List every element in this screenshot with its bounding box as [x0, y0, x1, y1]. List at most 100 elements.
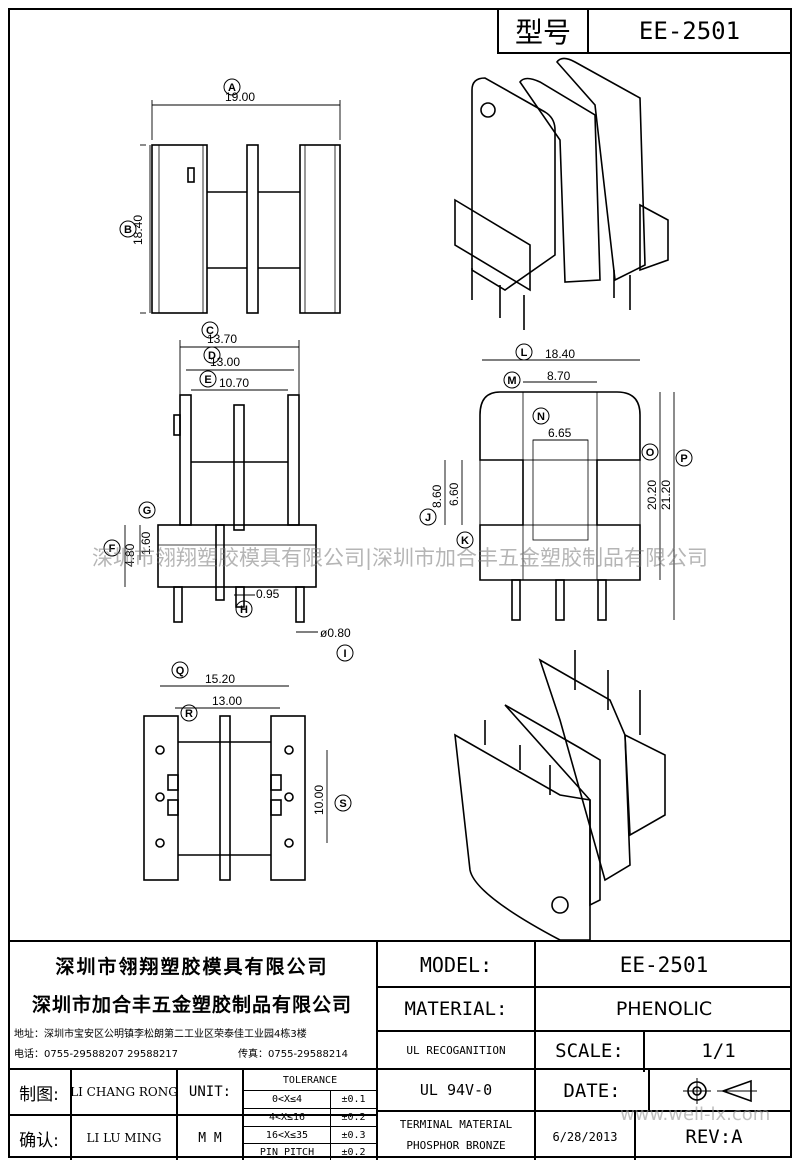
- callout-G: G: [138, 501, 156, 519]
- tolerance-range-2: 16<X≤35: [265, 1129, 309, 1141]
- callout-S: S: [334, 794, 352, 812]
- model-label: MODEL:: [419, 953, 493, 977]
- dim-I-value: ø0.80: [320, 626, 351, 640]
- front-view: [151, 144, 341, 314]
- company-fax: 传真：0755-29588214: [238, 1048, 348, 1060]
- svg-text:P: P: [680, 453, 687, 465]
- company-tel: 电话：0755-29588207 29588217: [14, 1048, 179, 1060]
- isometric-view-bottom: [454, 650, 666, 940]
- type-label: 型号: [497, 8, 589, 54]
- isometric-view-top: [454, 57, 669, 330]
- callout-E: E: [199, 370, 217, 388]
- dim-P-value: 21.20: [659, 480, 673, 510]
- watermark-url: www.well-lx.com: [620, 1104, 771, 1125]
- confirm-label: 确认:: [19, 1130, 59, 1151]
- callout-F: F: [103, 539, 121, 557]
- terminal-material-line1: TERMINAL MATERIAL: [399, 1117, 513, 1131]
- svg-text:J: J: [425, 512, 431, 524]
- svg-text:A: A: [228, 82, 236, 94]
- unit-value: M M: [198, 1130, 222, 1146]
- dim-C-value: 13.70: [207, 332, 237, 346]
- tolerance-value-2: ±0.3: [341, 1129, 366, 1141]
- technical-drawing: 19.00 18.40 13.70 13.00 10.70 4.80 1.60 …: [103, 57, 693, 940]
- company-name-2: 深圳市加合丰五金塑胶制品有限公司: [31, 993, 352, 1016]
- svg-text:F: F: [109, 543, 116, 555]
- svg-text:K: K: [461, 535, 469, 547]
- tolerance-value-1: ±0.2: [341, 1112, 366, 1123]
- svg-text:O: O: [646, 447, 655, 459]
- svg-text:B: B: [124, 224, 132, 236]
- callout-H: H: [235, 600, 253, 618]
- svg-text:Q: Q: [176, 665, 185, 677]
- top-view: [479, 391, 641, 621]
- svg-text:L: L: [521, 347, 528, 359]
- terminal-material-line2: PHOSPHOR BRONZE: [406, 1138, 506, 1152]
- material-value: PHENOLIC: [615, 998, 713, 1020]
- svg-text:C: C: [206, 325, 214, 337]
- callout-O: O: [641, 443, 659, 461]
- callout-B: B: [119, 220, 137, 238]
- ul-label: UL RECOGANITION: [406, 1043, 506, 1057]
- callout-A: A: [223, 78, 241, 96]
- dim-S-value: 10.00: [312, 785, 326, 815]
- callout-P: P: [675, 449, 693, 467]
- callout-N: N: [532, 407, 550, 425]
- svg-text:H: H: [240, 604, 248, 616]
- unit-label: UNIT:: [188, 1084, 232, 1100]
- company-address: 地址：深圳市宝安区公明镇李松朗第二工业区荣泰佳工业园4栋3楼: [14, 1028, 307, 1040]
- svg-text:G: G: [143, 505, 152, 517]
- bottom-view: [143, 715, 306, 881]
- material-label: MATERIAL:: [404, 998, 508, 1020]
- callout-D: D: [203, 346, 221, 364]
- callout-L: L: [515, 343, 533, 361]
- dim-G-value: 1.60: [139, 531, 153, 555]
- dim-R-value: 13.00: [212, 694, 242, 708]
- dim-A-value: 19.00: [225, 90, 255, 104]
- callout-I: I: [336, 644, 354, 662]
- watermark-text: 深圳市翎翔塑胶模具有限公司|深圳市加合丰五金塑胶制品有限公司: [91, 546, 709, 570]
- projection-symbol-icon: [650, 1072, 792, 1110]
- svg-text:N: N: [537, 411, 545, 423]
- dim-D-value: 13.00: [210, 355, 240, 369]
- dim-F-value: 4.80: [123, 543, 137, 567]
- callout-R: R: [180, 704, 198, 722]
- dim-M-value: 8.70: [547, 369, 571, 383]
- drawn-label: 制图:: [19, 1084, 59, 1105]
- callout-K: K: [456, 531, 474, 549]
- dim-B-value: 18.40: [131, 215, 145, 245]
- model-value: EE-2501: [619, 953, 709, 977]
- dim-L-value: 18.40: [545, 347, 575, 361]
- title-block: 深圳市翎翔塑胶模具有限公司 深圳市加合丰五金塑胶制品有限公司 地址：深圳市宝安区…: [8, 940, 792, 1160]
- company-name-1: 深圳市翎翔塑胶模具有限公司: [55, 955, 329, 978]
- tolerance-range-3: PIN PITCH: [259, 1146, 315, 1158]
- svg-text:S: S: [339, 798, 346, 810]
- dim-K-value: 6.60: [447, 482, 461, 506]
- callout-C: C: [201, 321, 219, 339]
- svg-text:R: R: [185, 708, 193, 720]
- drawing-frame: [8, 8, 792, 1158]
- callout-Q: Q: [171, 661, 189, 679]
- date-label: DATE:: [563, 1080, 621, 1102]
- callout-M: M: [503, 371, 521, 389]
- dim-O-value: 20.20: [645, 480, 659, 510]
- svg-text:I: I: [343, 648, 346, 660]
- header-model: EE-2501: [587, 8, 792, 54]
- svg-text:M: M: [507, 375, 516, 387]
- ul-value: UL 94V-0: [419, 1081, 493, 1099]
- drawn-by: LI CHANG RONG: [70, 1085, 178, 1099]
- tolerance-range-1: 4<X≤16: [268, 1112, 306, 1123]
- side-view: [157, 394, 317, 623]
- scale-label: SCALE:: [555, 1040, 624, 1062]
- scale-value: 1/1: [701, 1040, 736, 1062]
- dimension-A: [140, 100, 341, 314]
- dim-E-value: 10.70: [219, 376, 249, 390]
- date-value: 6/28/2013: [552, 1130, 618, 1144]
- tolerance-value-0: ±0.1: [341, 1094, 366, 1105]
- revision-label: REV:A: [685, 1126, 743, 1148]
- dim-J-value: 8.60: [430, 484, 444, 508]
- tolerance-value-3: ±0.2: [341, 1146, 366, 1158]
- callout-J: J: [419, 508, 437, 526]
- dim-Q-value: 15.20: [205, 672, 235, 686]
- tolerance-range-0: 0<X≤4: [271, 1094, 303, 1105]
